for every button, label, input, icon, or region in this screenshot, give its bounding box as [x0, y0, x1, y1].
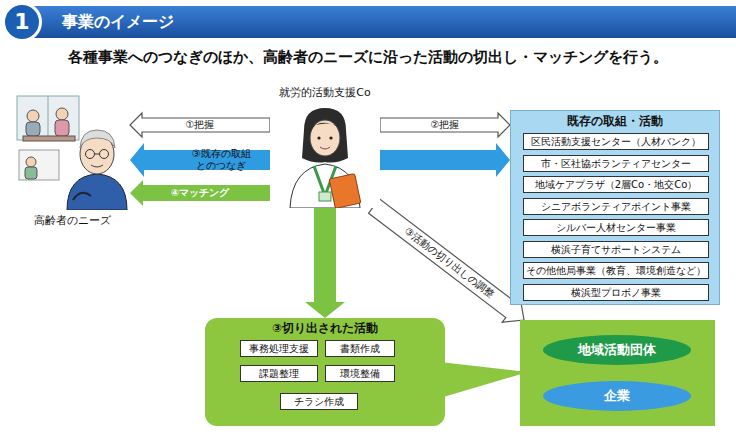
node-text: 課題整理: [241, 366, 317, 381]
person-head: [56, 108, 68, 120]
block-arrow: [130, 180, 270, 206]
face: [310, 120, 340, 156]
node-text: 環境整備: [326, 366, 394, 381]
node-text: シルバー人材センター事業: [524, 220, 708, 235]
node-text: 横浜型プロボノ事業: [524, 285, 708, 300]
callout-tail: [440, 362, 528, 398]
person-head: [27, 110, 39, 122]
ellipse-shape: [543, 381, 691, 411]
node-text: 既存の取組・活動: [511, 111, 719, 129]
needs-illustration-box: 高齢者のニーズ: [15, 92, 130, 228]
node-text: 地域ケアプラザ（2層Co・地交Co）: [524, 177, 708, 192]
block-arrow: [130, 113, 270, 137]
glasses: [86, 150, 95, 159]
block-arrow: [369, 199, 524, 322]
node-text: 区民活動支援センター（人材バンク）: [524, 134, 708, 149]
ellipse-node: 地域活動団体: [542, 334, 692, 366]
node-text: 企業: [604, 387, 630, 405]
person-body: [25, 167, 37, 179]
mouth: [320, 147, 330, 149]
process-box: 横浜子育てサポートシステム: [523, 241, 709, 258]
person-body: [26, 122, 40, 136]
process-box: 横浜型プロボノ事業: [523, 284, 709, 301]
process-box: チラシ作成: [280, 393, 358, 410]
heading: 事業のイメージ: [62, 12, 174, 32]
mouth: [91, 165, 103, 167]
process-box: シルバー人材センター事業: [523, 219, 709, 236]
process-box: 区民活動支援センター（人材バンク）: [523, 133, 709, 150]
name-card: [319, 192, 331, 201]
eye: [317, 136, 320, 139]
shirt: [290, 164, 360, 208]
coordinator-box: 就労的活動支援Co: [270, 86, 380, 208]
fringe: [310, 123, 340, 132]
glasses: [100, 150, 109, 159]
hair: [302, 108, 348, 163]
person-body: [55, 120, 69, 136]
subtitle: 各種事業へのつなぎのほか、高齢者のニーズに沿った活動の切出し・マッチングを行う。: [0, 47, 736, 67]
clipboard: [329, 174, 361, 208]
ellipse-node: 企業: [542, 380, 692, 412]
sweater: [67, 174, 127, 210]
process-box: 市・区社協ボランティアセンター: [523, 155, 709, 172]
node-text: 書類作成: [326, 341, 394, 356]
process-box: 事務処理支援: [240, 340, 318, 357]
node-text: 就労的活動支援Co: [270, 86, 380, 100]
node-text: 市・区社協ボランティアセンター: [524, 156, 708, 171]
process-box: 地域ケアプラザ（2層Co・地交Co）: [523, 176, 709, 193]
room-window: [17, 96, 79, 140]
block-arrow: [380, 113, 510, 137]
table: [23, 136, 75, 141]
window-frame: [48, 96, 49, 140]
node-text: 事務処理支援: [241, 341, 317, 356]
node-text: チラシ作成: [281, 394, 357, 409]
header-band: 事業のイメージ: [22, 6, 736, 38]
eye: [329, 136, 332, 139]
node-text: その他他局事業（教育、環境創造など）: [524, 263, 708, 278]
process-box: 課題整理: [240, 365, 318, 382]
node-text: 高齢者のニーズ: [15, 214, 130, 228]
arm: [73, 193, 91, 200]
node-text: 横浜子育てサポートシステム: [524, 242, 708, 257]
person-head: [26, 157, 36, 167]
room-picture: [19, 150, 59, 180]
node-text: シニアボランティアポイント事業: [524, 199, 708, 214]
coordinator-illustration: [270, 104, 380, 208]
group-box: 地域活動団体企業: [520, 320, 715, 426]
group-box: ③切り出された活動事務処理支援書類作成課題整理環境整備チラシ作成: [205, 318, 445, 426]
node-text: 地域活動団体: [578, 341, 656, 359]
elderly-illustration: [15, 92, 130, 210]
node-text: ③切り出された活動: [205, 318, 445, 336]
callout-number: 1: [1, 1, 43, 43]
block-arrow: [305, 208, 345, 318]
group-box: 既存の取組・活動区民活動支援センター（人材バンク） 市・区社協ボランティアセンター…: [510, 110, 720, 305]
ellipse-shape: [543, 335, 691, 365]
glasses: [95, 154, 100, 155]
process-box: 環境整備: [325, 365, 395, 382]
process-box: その他他局事業（教育、環境創造など）: [523, 262, 709, 279]
grey-hair: [80, 130, 115, 148]
process-box: シニアボランティアポイント事業: [523, 198, 709, 215]
process-box: 書類作成: [325, 340, 395, 357]
